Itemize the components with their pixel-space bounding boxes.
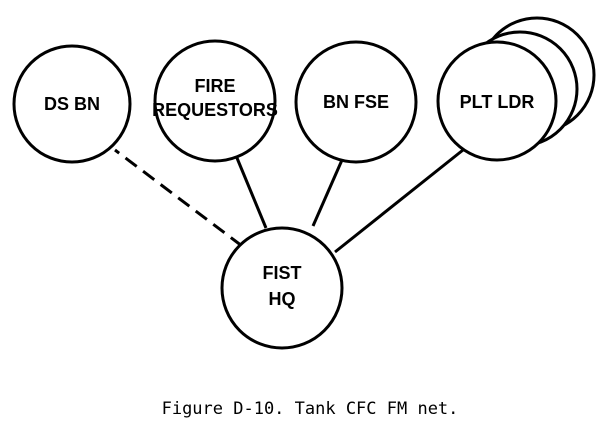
ds-bn-circle [12,44,132,164]
ds-bn-label: DS BN [44,94,100,114]
node-fist-hq: FIST HQ [220,226,344,350]
link-fist-hq-plt-ldr [334,148,464,254]
fist-hq-label-line1: FIST [263,263,302,283]
bn-fse-circle [294,40,418,164]
node-fire-requestors: FIRE REQUESTORS [152,39,278,163]
bn-fse-label: BN FSE [323,92,389,112]
fist-hq-circle [220,226,344,350]
plt-ldr-circle [436,40,558,162]
link-fist-hq-ds-bn [114,148,243,248]
link-fist-hq-bn-fse [311,159,344,227]
figure-caption: Figure D-10. Tank CFC FM net. [162,399,459,419]
node-bn-fse: BN FSE [294,40,418,164]
fist-hq-label-line2: HQ [269,289,296,309]
node-ds-bn: DS BN [12,44,132,164]
node-plt-ldr: PLT LDR [436,16,596,162]
fire-requestors-label-line1: FIRE [194,76,235,96]
fire-requestors-label-line2: REQUESTORS [152,100,278,120]
link-fist-hq-fire-requestors [235,157,268,229]
plt-ldr-label: PLT LDR [460,92,535,112]
fire-requestors-circle [153,39,277,163]
